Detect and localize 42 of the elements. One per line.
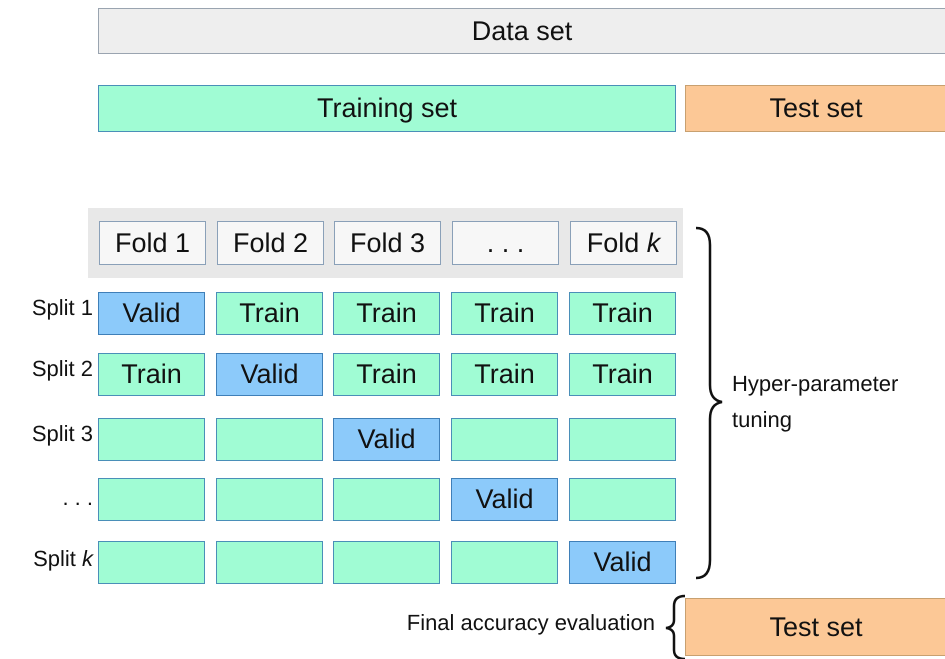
split-label: Split 2 xyxy=(30,356,93,382)
validation-fold-cell: Valid xyxy=(333,418,440,461)
fold-header-band xyxy=(88,208,683,278)
brace-caption: Final accuracy evaluation xyxy=(406,610,655,636)
training-fold-cell: Train xyxy=(451,292,558,335)
data-set-bar: Data set xyxy=(98,8,945,54)
training-fold-cell: Train xyxy=(333,353,440,396)
test-set-bar: Test set xyxy=(685,85,945,132)
training-fold-cell xyxy=(216,418,323,461)
training-fold-cell xyxy=(333,478,440,521)
training-fold-cell: Train xyxy=(451,353,558,396)
fold-header-cell: Fold 2 xyxy=(217,221,324,265)
training-fold-cell: Train xyxy=(569,292,676,335)
training-set-bar: Training set xyxy=(98,85,676,132)
training-fold-cell xyxy=(216,541,323,584)
training-fold-cell xyxy=(451,541,558,584)
test-set-bar: Test set xyxy=(685,598,945,656)
fold-header-cell: . . . xyxy=(452,221,559,265)
fold-header-cell: Fold 1 xyxy=(99,221,206,265)
training-fold-cell xyxy=(333,541,440,584)
validation-fold-cell: Valid xyxy=(569,541,676,584)
training-fold-cell: Train xyxy=(569,353,676,396)
validation-fold-cell: Valid xyxy=(451,478,558,521)
split-label: Split 1 xyxy=(30,295,93,321)
split-label: Split 3 xyxy=(30,421,93,447)
split-label: . . . xyxy=(61,485,93,511)
training-fold-cell: Train xyxy=(98,353,205,396)
training-fold-cell xyxy=(569,418,676,461)
training-fold-cell xyxy=(451,418,558,461)
brace-caption: Hyper-parameter tuning xyxy=(732,370,900,434)
training-fold-cell xyxy=(569,478,676,521)
split-label: Split k xyxy=(32,546,93,572)
training-fold-cell: Train xyxy=(216,292,323,335)
training-fold-cell xyxy=(98,418,205,461)
training-fold-cell xyxy=(98,541,205,584)
fold-header-cell: Fold 3 xyxy=(334,221,441,265)
training-fold-cell xyxy=(216,478,323,521)
validation-fold-cell: Valid xyxy=(216,353,323,396)
training-fold-cell: Train xyxy=(333,292,440,335)
validation-fold-cell: Valid xyxy=(98,292,205,335)
training-fold-cell xyxy=(98,478,205,521)
fold-header-cell: Fold k xyxy=(570,221,677,265)
